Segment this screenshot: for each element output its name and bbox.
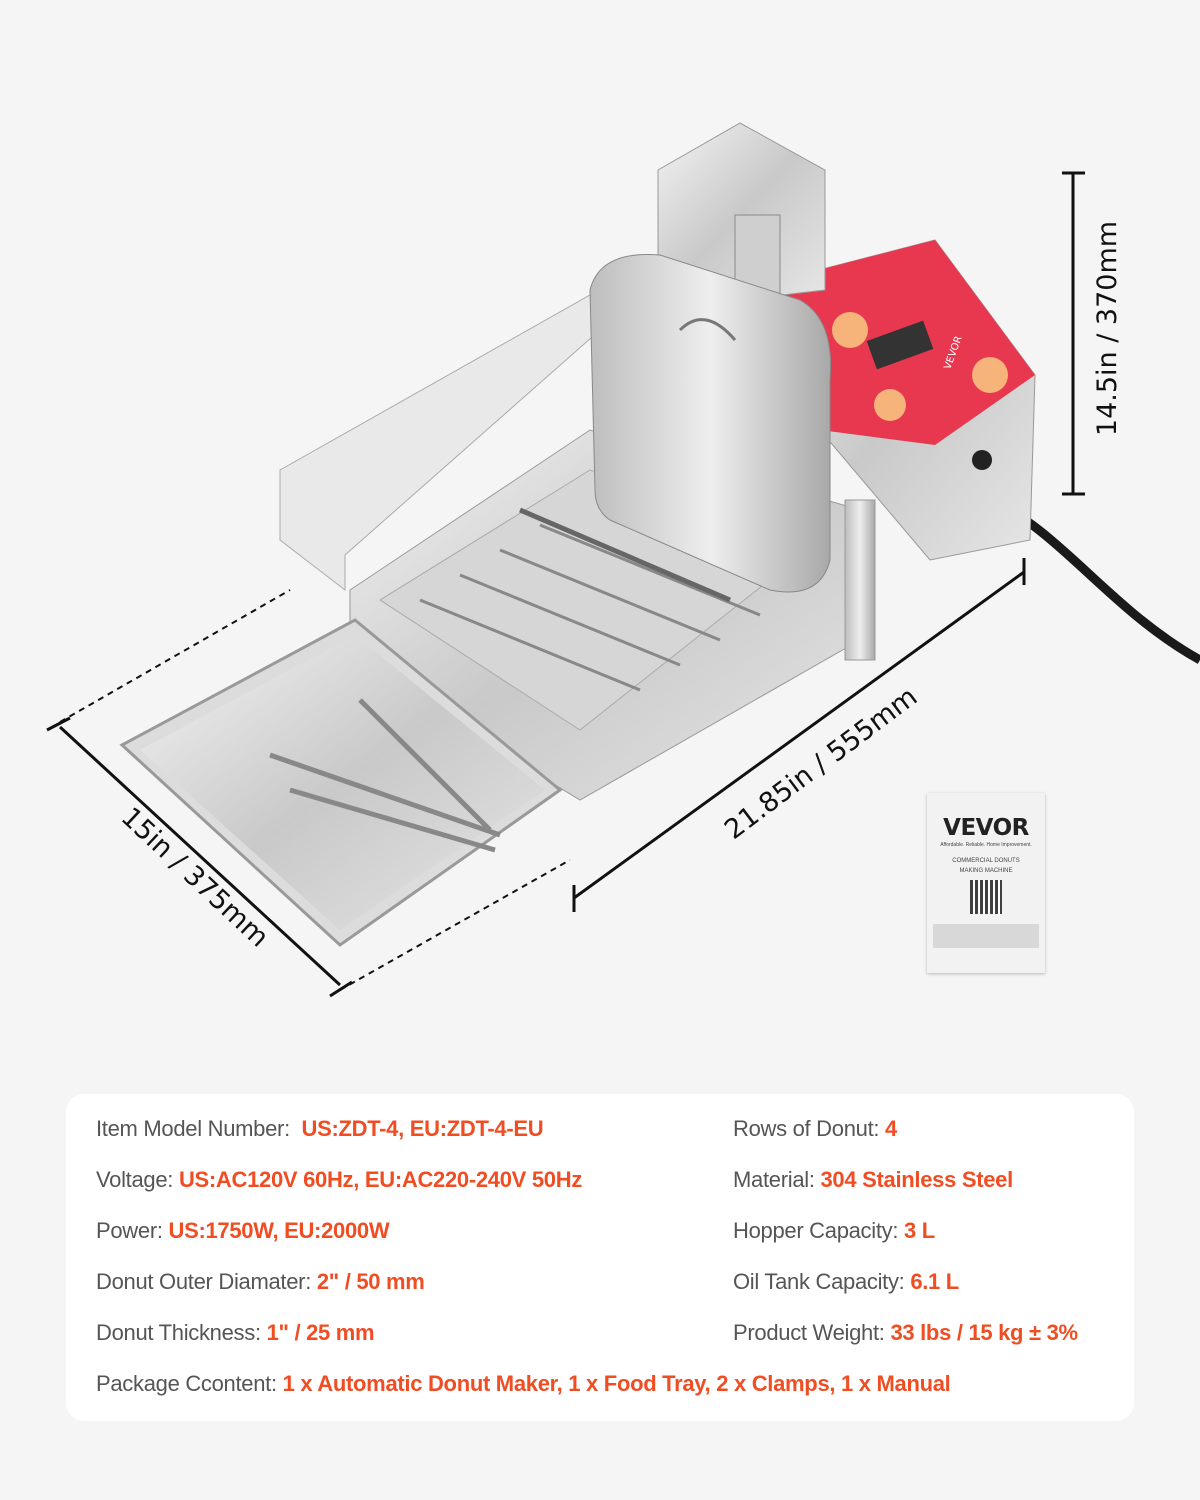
knob xyxy=(972,450,992,470)
manual-tagline: Affordable. Reliable. Home Improvement. xyxy=(940,842,1032,848)
manual-footer-band xyxy=(933,924,1039,948)
clamps xyxy=(269,698,501,853)
donut-maker-illustration: VEVOR xyxy=(46,122,1200,998)
manual-brand-logo: VEVOR xyxy=(943,815,1029,841)
spec-oil-tank-capacity: Oil Tank Capacity: 6.1 L xyxy=(733,1269,959,1294)
length-dimension-line xyxy=(572,558,1026,912)
height-dimension-line xyxy=(1062,171,1085,496)
spec-thickness: Donut Thickness: 1" / 25 mm xyxy=(96,1320,375,1345)
qr-code-icon xyxy=(970,880,1002,914)
spec-rows: Rows of Donut: 4 xyxy=(733,1116,897,1141)
spec-model: Item Model Number: US:ZDT-4, EU:ZDT-4-EU xyxy=(96,1116,544,1141)
spec-power: Power: US:1750W, EU:2000W xyxy=(96,1218,390,1243)
spec-outer-diameter: Donut Outer Diamater: 2" / 50 mm xyxy=(96,1269,425,1294)
user-manual: VEVOR Affordable. Reliable. Home Improve… xyxy=(927,793,1045,973)
spec-panel: Item Model Number: US:ZDT-4, EU:ZDT-4-EU… xyxy=(66,1094,1134,1421)
spec-weight: Product Weight: 33 lbs / 15 kg ± 3% xyxy=(733,1320,1078,1345)
height-dimension-label: 14.5in / 370mm xyxy=(1092,220,1124,437)
spec-material: Material: 304 Stainless Steel xyxy=(733,1167,1013,1192)
spec-package-content: Package Ccontent: 1 x Automatic Donut Ma… xyxy=(96,1371,951,1396)
spec-hopper-capacity: Hopper Capacity: 3 L xyxy=(733,1218,935,1243)
spec-voltage: Voltage: US:AC120V 60Hz, EU:AC220-240V 5… xyxy=(96,1167,583,1192)
hopper xyxy=(589,253,832,593)
